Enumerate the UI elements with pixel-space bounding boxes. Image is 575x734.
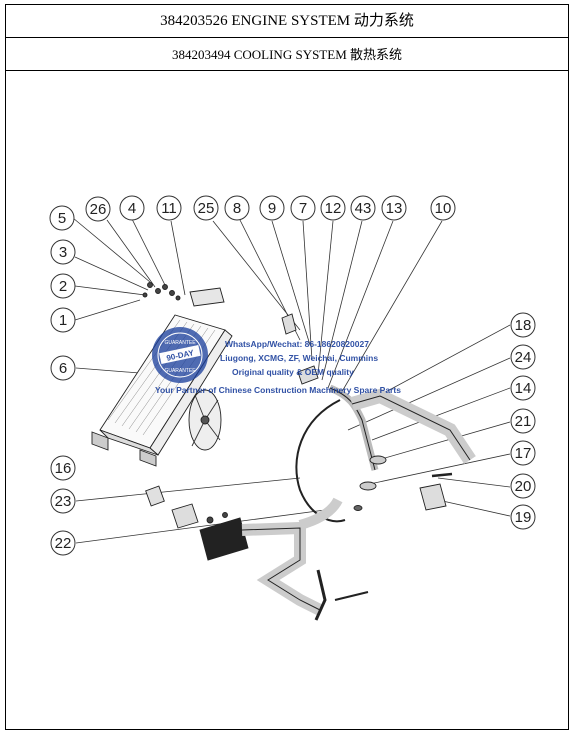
- svg-text:7: 7: [299, 200, 307, 217]
- parts-sheet: 384203526 ENGINE SYSTEM 动力系统 384203494 C…: [5, 4, 569, 730]
- callout-17: 17: [510, 440, 536, 466]
- svg-text:6: 6: [59, 360, 67, 377]
- svg-text:10: 10: [435, 200, 452, 217]
- svg-text:23: 23: [55, 493, 72, 510]
- svg-text:16: 16: [55, 460, 72, 477]
- callout-26: 26: [85, 196, 111, 222]
- watermark-tagline: Your Partner of Chinese Construction Mac…: [155, 385, 401, 395]
- svg-text:22: 22: [55, 535, 72, 552]
- svg-text:GUARANTEE: GUARANTEE: [164, 368, 196, 374]
- bracket: [281, 313, 297, 335]
- svg-text:21: 21: [515, 413, 532, 430]
- svg-text:43: 43: [355, 200, 372, 217]
- svg-text:3: 3: [59, 244, 67, 261]
- callout-23: 23: [50, 488, 76, 514]
- svg-text:13: 13: [386, 200, 403, 217]
- callout-25: 25: [193, 195, 219, 221]
- svg-text:GUARANTEE: GUARANTEE: [164, 340, 196, 346]
- coolant-line: [295, 399, 346, 523]
- cooling-fan: [188, 389, 222, 451]
- expansion-tank: [189, 287, 225, 307]
- svg-text:14: 14: [515, 380, 532, 397]
- callout-4: 4: [119, 195, 145, 221]
- watermark-brands: Liugong, XCMG, ZF, Weichai, Cummins: [220, 353, 378, 363]
- parts-line-art: [91, 282, 476, 621]
- watermark-contact: WhatsApp/Wechat: 86-18620820027: [225, 339, 369, 349]
- assembly-title: 384203526 ENGINE SYSTEM 动力系统: [6, 5, 568, 38]
- svg-text:18: 18: [515, 317, 532, 334]
- watermark: GUARANTEE 90-DAY GUARANTEE WhatsApp/Wech…: [152, 327, 401, 395]
- callout-22: 22: [50, 530, 76, 556]
- drain-pipe: [314, 569, 327, 621]
- hose-clamp: [369, 455, 387, 465]
- callout-3: 3: [50, 239, 76, 265]
- svg-text:8: 8: [233, 200, 241, 217]
- fitting: [353, 505, 363, 511]
- svg-text:5: 5: [58, 210, 66, 227]
- lower-hose: [241, 521, 323, 616]
- callout-21: 21: [510, 408, 536, 434]
- svg-text:26: 26: [90, 201, 107, 218]
- hose-clamp: [359, 481, 377, 491]
- svg-text:24: 24: [515, 349, 532, 366]
- callout-5: 5: [49, 205, 75, 231]
- watermark-quality: Original quality & OEM quality: [232, 367, 354, 377]
- callout-14: 14: [510, 375, 536, 401]
- svg-text:17: 17: [515, 445, 532, 462]
- callout-2: 2: [50, 273, 76, 299]
- hose-sleeve: [145, 485, 165, 507]
- callout-11: 11: [156, 195, 182, 221]
- svg-text:4: 4: [128, 200, 136, 217]
- subassembly-title: 384203494 COOLING SYSTEM 散热系统: [6, 38, 568, 71]
- clamp: [431, 472, 453, 478]
- guarantee-seal: GUARANTEE 90-DAY GUARANTEE: [152, 327, 208, 383]
- svg-text:20: 20: [515, 478, 532, 495]
- callout-20: 20: [510, 473, 536, 499]
- callout-13: 13: [381, 195, 407, 221]
- svg-text:9: 9: [268, 200, 276, 217]
- callout-16: 16: [50, 455, 76, 481]
- svg-text:11: 11: [161, 200, 177, 217]
- svg-text:19: 19: [515, 509, 532, 526]
- callout-1: 1: [50, 307, 76, 333]
- svg-text:2: 2: [59, 278, 67, 295]
- callout-19: 19: [510, 504, 536, 530]
- water-pump-assembly: [171, 503, 249, 561]
- callout-7: 7: [290, 195, 316, 221]
- callout-group: 5 26 4 11 25 8 9 7 12 43 13 10 3 2 1 6 1…: [49, 195, 536, 556]
- svg-text:12: 12: [325, 200, 342, 217]
- callout-12: 12: [320, 195, 346, 221]
- callout-24: 24: [510, 344, 536, 370]
- callout-10: 10: [430, 195, 456, 221]
- callout-8: 8: [224, 195, 250, 221]
- callout-43: 43: [350, 195, 376, 221]
- svg-text:25: 25: [198, 200, 215, 217]
- drain-valve: [334, 591, 369, 601]
- svg-text:1: 1: [59, 312, 67, 329]
- bracket: [297, 365, 319, 385]
- hose-elbow: [298, 497, 343, 530]
- mounting-hardware: [142, 282, 181, 301]
- callout-9: 9: [259, 195, 285, 221]
- hose-coupler: [419, 483, 447, 511]
- callout-18: 18: [510, 312, 536, 338]
- callout-6: 6: [50, 355, 76, 381]
